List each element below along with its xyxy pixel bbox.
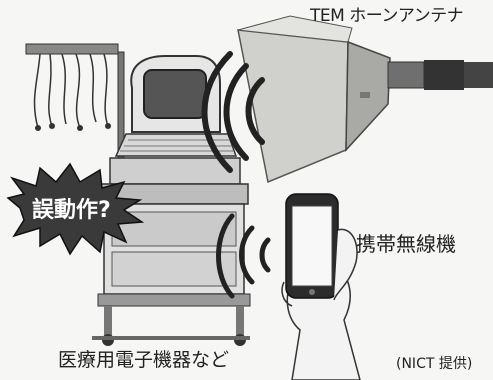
burst-shape <box>6 162 145 256</box>
antenna-waves <box>201 51 265 173</box>
antenna-label: TEM ホーンアンテナ <box>310 6 464 26</box>
horn-antenna <box>237 15 493 184</box>
medical-device-cart <box>25 43 251 346</box>
credit-label: (NICT 提供) <box>396 356 473 372</box>
phone-waves <box>216 213 271 299</box>
malfunction-label: 誤動作? <box>32 198 111 223</box>
medical-device-label: 医療用電子機器など <box>58 349 230 371</box>
phone-label: 携帯無線機 <box>356 232 456 256</box>
hand-with-phone <box>281 193 361 380</box>
